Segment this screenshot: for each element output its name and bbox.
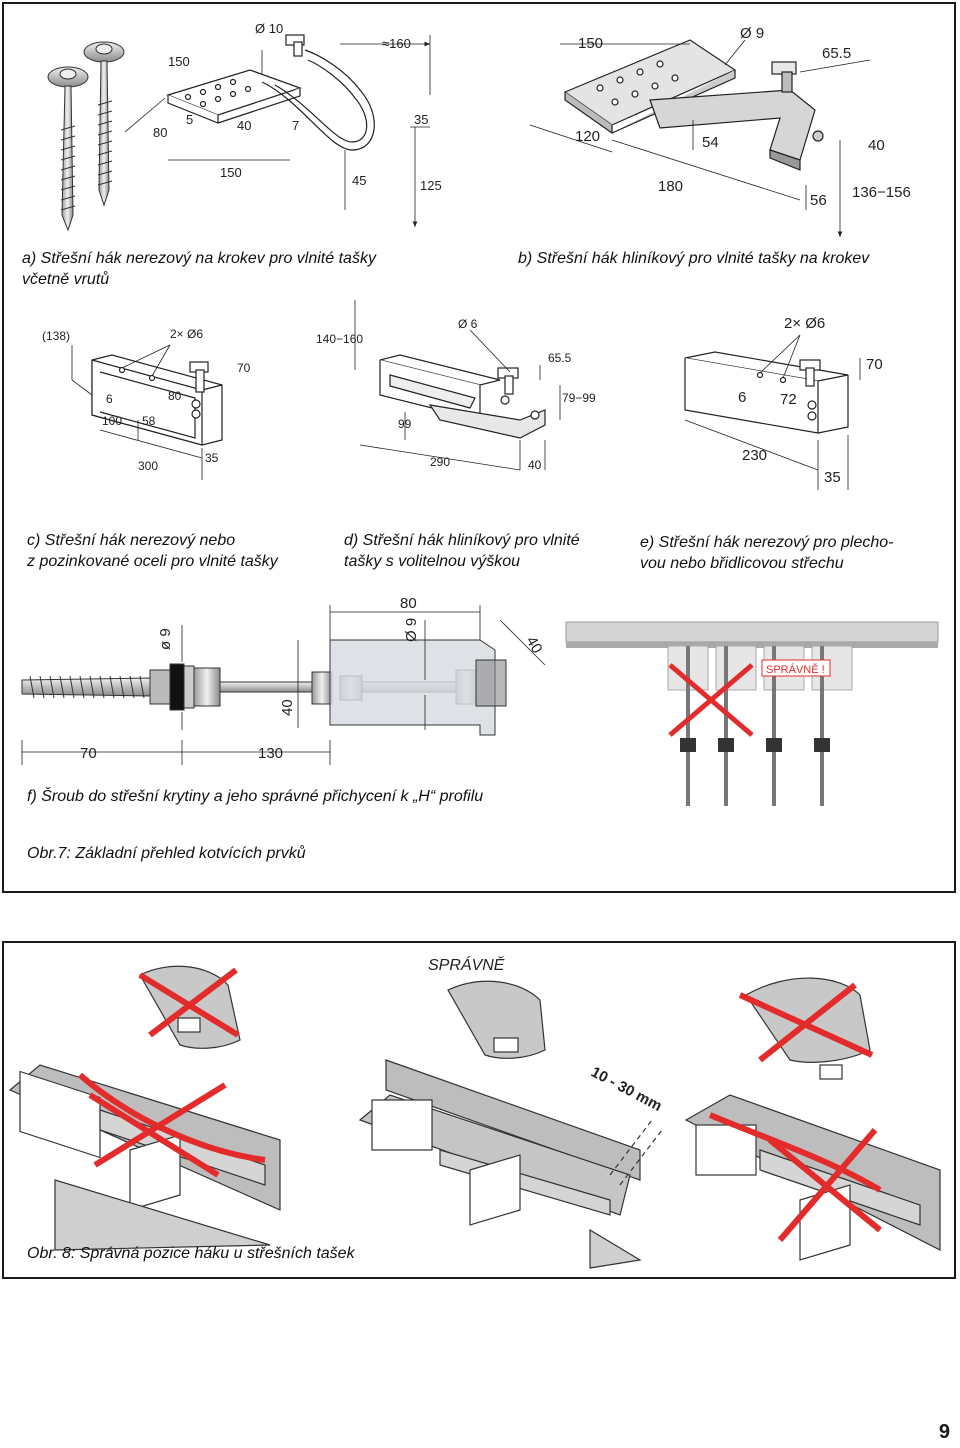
dim-e-6: 6 [738, 389, 746, 406]
dim-f-130: 130 [258, 745, 283, 762]
dim-b-120: 120 [575, 128, 600, 145]
figure-7-caption: Obr.7: Základní přehled kotvících prvků [27, 845, 306, 862]
dim-d-65: 65.5 [548, 351, 572, 365]
dim-b-40: 40 [868, 137, 885, 154]
caption-c-line2: z pozinkované oceli pro vlnité tašky [27, 553, 278, 570]
dim-d-290: 290 [430, 455, 450, 469]
dim-d-40: 40 [528, 458, 542, 472]
dim-c-138: (138) [42, 329, 70, 343]
gap-label: 10 - 30 mm [588, 1064, 664, 1115]
dim-a-plate-width: 150 [168, 54, 190, 69]
dim-b-diameter: Ø 9 [740, 25, 764, 42]
caption-a-line1: a) Střešní hák nerezový na krokev pro vl… [22, 250, 376, 267]
dim-a-150b: 150 [220, 165, 242, 180]
dim-a-125: 125 [420, 178, 442, 193]
dim-c-6: 6 [106, 392, 113, 406]
screw-drawing-a [47, 41, 125, 232]
dim-e-230: 230 [742, 447, 767, 464]
dim-f-hole-diameter: Ø 9 [403, 618, 420, 642]
dim-f-bolt-diameter: ø 9 [157, 628, 174, 650]
dim-f-40a: 40 [523, 634, 546, 657]
caption-a: a) Střešní hák nerezový na krokev pro vl… [22, 248, 462, 290]
dim-a-7: 7 [292, 118, 299, 133]
dim-f-70: 70 [80, 745, 97, 762]
dim-e-35: 35 [824, 469, 841, 486]
dim-b-150: 150 [578, 35, 603, 52]
dim-c-70: 70 [237, 361, 251, 375]
caption-d-line2: tašky s volitelnou výškou [344, 553, 521, 570]
dim-a-5: 5 [186, 112, 193, 127]
roof-hook-drawing-a [166, 34, 375, 151]
hanger-bolt-drawing [21, 639, 507, 736]
hook-position-wrong-left [8, 965, 281, 1251]
dim-d-diameter: Ø 6 [458, 317, 478, 331]
caption-d: d) Střešní hák hliníkový pro vlnité tašk… [344, 530, 634, 572]
figure-7-frame [2, 2, 956, 893]
dim-b-range: 136−156 [852, 184, 911, 201]
dim-e-70: 70 [866, 356, 883, 373]
caption-d-line1: d) Střešní hák hliníkový pro vlnité [344, 532, 580, 549]
dim-a-diameter: Ø 10 [255, 21, 283, 36]
caption-a-line2: včetně vrutů [22, 271, 110, 288]
dim-c-80: 80 [168, 389, 182, 403]
caption-f: f) Šroub do střešní krytiny a jeho správ… [27, 788, 484, 805]
caption-e-line2: vou nebo břidlicovou střechu [640, 555, 844, 572]
cross-left [78, 967, 266, 1178]
dim-c-holes: 2× Ø6 [170, 327, 203, 341]
dim-a-35: 35 [414, 112, 428, 127]
caption-e-line1: e) Střešní hák nerezový pro plecho- [640, 534, 894, 551]
hook-position-correct [358, 980, 663, 1269]
dim-b-65: 65.5 [822, 45, 851, 62]
figure-8-frame [2, 941, 956, 1279]
dim-d-height: 140−160 [316, 332, 363, 346]
dim-c-100: 100 [102, 414, 122, 428]
roof-hook-drawing-d [379, 354, 546, 439]
dim-a-40: 40 [237, 118, 251, 133]
dim-c-35: 35 [205, 451, 219, 465]
page-number: 9 [938, 1421, 950, 1443]
dim-a-45: 45 [352, 173, 366, 188]
dim-e-holes: 2× Ø6 [784, 315, 825, 332]
dim-f-40b: 40 [279, 699, 296, 716]
cross-right [708, 982, 882, 1242]
correct-label-fig8: SPRÁVNĚ [428, 955, 505, 974]
dim-f-80: 80 [400, 595, 417, 612]
dim-d-99: 99 [398, 417, 412, 431]
roof-hook-drawing-b [563, 39, 824, 171]
caption-e: e) Střešní hák nerezový pro plecho- vou … [640, 532, 950, 574]
correct-label-f: SPRÁVNĚ ! [766, 663, 825, 676]
caption-c: c) Střešní hák nerezový nebo z pozinkova… [27, 530, 327, 572]
dim-d-range: 79−99 [562, 391, 596, 405]
dim-a-80: 80 [153, 125, 167, 140]
dim-c-300: 300 [138, 459, 158, 473]
dim-b-180: 180 [658, 178, 683, 195]
dim-a-length: ≈160 [382, 36, 411, 51]
dim-b-54: 54 [702, 134, 719, 151]
h-profile-photo [565, 621, 939, 806]
figure-8-caption: Obr. 8: Správná pozice háku u střešních … [27, 1245, 355, 1262]
roof-hook-drawing-c [91, 354, 223, 446]
dim-e-72: 72 [780, 391, 797, 408]
caption-b: b) Střešní hák hliníkový pro vlnité tašk… [518, 250, 870, 267]
dim-b-56: 56 [810, 192, 827, 209]
caption-c-line1: c) Střešní hák nerezový nebo [27, 532, 236, 549]
dim-c-58: 58 [142, 414, 156, 428]
